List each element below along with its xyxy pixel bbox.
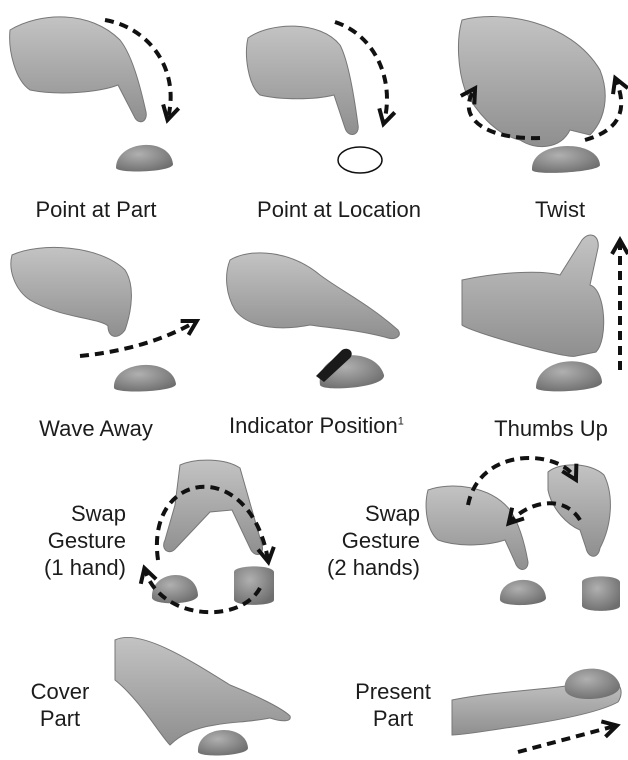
square-part-right (582, 576, 620, 611)
present-part-illustration (452, 669, 621, 752)
footnote-marker: 1 (398, 416, 404, 428)
swap-two-hands-illustration (426, 458, 620, 611)
label-indicator-position: Indicator Position1 (229, 412, 404, 439)
point-at-part-illustration (10, 17, 173, 172)
rounded-part-left (152, 575, 198, 603)
two-finger-hand (164, 460, 263, 554)
rounded-part (114, 365, 176, 392)
thumbs-up-illustration (462, 235, 620, 391)
rounded-part-held (565, 669, 620, 699)
twist-illustration (458, 17, 621, 173)
right-pointing-hand (548, 465, 610, 556)
label-wave-away: Wave Away (14, 415, 178, 442)
swap-one-hand-illustration (145, 460, 274, 612)
label-point-at-part: Point at Part (14, 196, 178, 223)
label-swap-gesture-one-hand: Swap Gesture (1 hand) (32, 500, 126, 581)
cover-part-illustration (115, 637, 290, 755)
pointing-hand (227, 253, 400, 339)
wave-away-illustration (11, 247, 195, 391)
label-swap-gesture-two-hands: Swap Gesture (2 hands) (318, 500, 420, 581)
thumbs-up-hand (462, 235, 604, 356)
label-twist: Twist (510, 196, 610, 223)
rounded-part-left (500, 580, 546, 605)
rounded-part (536, 361, 602, 391)
label-present-part: Present Part (338, 678, 448, 732)
square-part-right (234, 566, 274, 605)
pointing-hand (10, 17, 147, 122)
target-location-circle (338, 147, 382, 173)
rounded-part (198, 730, 248, 755)
pointing-hand (247, 26, 359, 134)
rounded-part (532, 146, 600, 173)
label-point-at-location: Point at Location (226, 196, 452, 223)
point-at-location-illustration (247, 22, 387, 173)
forward-arrow (518, 726, 615, 752)
sweep-arrow (80, 322, 195, 356)
label-thumbs-up: Thumbs Up (476, 415, 626, 442)
indicator-position-illustration (227, 253, 400, 389)
left-pointing-hand (426, 486, 528, 569)
waving-hand (11, 247, 132, 336)
rounded-part (116, 145, 173, 172)
flat-hand (115, 637, 290, 745)
label-cover-part: Cover Part (20, 678, 100, 732)
